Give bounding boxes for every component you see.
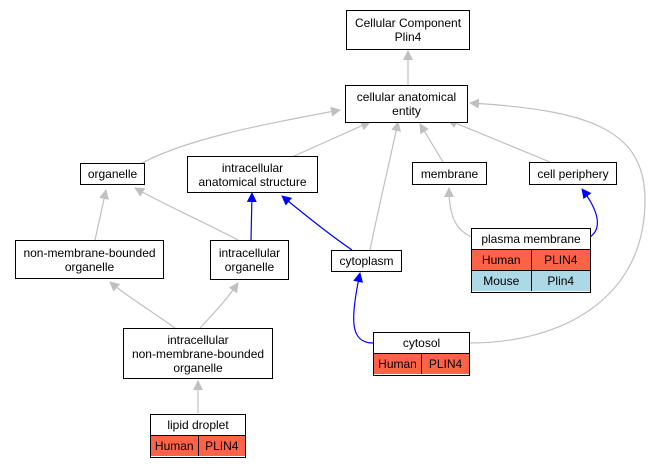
node-cellular-anatomical-entity[interactable]: cellular anatomical entity (345, 85, 468, 123)
edge-plasmamembrane-to-cellperiphery (581, 188, 598, 238)
node-plasma-membrane-label: plasma membrane (472, 229, 590, 250)
edge-nmbo-to-organelle (94, 189, 109, 241)
edge-inmbo-to-io (199, 282, 239, 329)
annotation-row: Mouse Plin4 (472, 270, 590, 291)
node-cell-periphery[interactable]: cell periphery (529, 162, 617, 185)
species-cell: Human (374, 354, 421, 374)
edge-cytosol-to-cytoplasm (353, 272, 374, 344)
node-membrane[interactable]: membrane (412, 162, 487, 185)
species-cell: Mouse (472, 271, 531, 291)
edge-cytosol-to-cae (469, 98, 646, 344)
node-intracellular-non-membrane-bounded-organelle[interactable]: intracellular non-membrane-bounded organ… (123, 328, 273, 379)
annotation-row: Human PLIN4 (151, 436, 245, 456)
node-intracellular-organelle[interactable]: intracellular organelle (210, 240, 289, 280)
edge-ias-to-cae (291, 121, 371, 158)
species-cell: Human (472, 250, 531, 270)
node-cytoplasm[interactable]: cytoplasm (331, 250, 402, 272)
edge-cytoplasm-to-ias (281, 195, 353, 251)
node-lipid-droplet[interactable]: lipid droplet Human PLIN4 (150, 414, 246, 458)
node-plasma-membrane[interactable]: plasma membrane Human PLIN4 Mouse Plin4 (471, 228, 591, 293)
edge-cellperiphery-to-cae (447, 118, 551, 163)
node-cytosol[interactable]: cytosol Human PLIN4 (373, 332, 470, 376)
edge-plasmamembrane-to-membrane (444, 187, 473, 238)
node-intracellular-anatomical-structure[interactable]: intracellular anatomical structure (187, 156, 318, 193)
edge-membrane-to-cae (419, 123, 444, 163)
node-non-membrane-bounded-organelle[interactable]: non-membrane-bounded organelle (15, 240, 164, 279)
gene-cell: PLIN4 (530, 250, 590, 270)
gene-cell: PLIN4 (421, 354, 469, 374)
gene-cell: PLIN4 (197, 436, 245, 456)
edge-io-to-ias (246, 192, 257, 241)
node-cellular-component[interactable]: Cellular Component Plin4 (346, 10, 470, 50)
gene-cell: Plin4 (530, 271, 590, 291)
edge-organelle-to-cae (134, 106, 341, 168)
species-cell: Human (151, 436, 198, 456)
edge-inmbo-to-nmbo (109, 281, 176, 329)
annotation-row: Human PLIN4 (374, 354, 469, 374)
node-organelle[interactable]: organelle (80, 163, 145, 185)
annotation-row: Human PLIN4 (472, 250, 590, 270)
edge-cytoplasm-to-cae (369, 121, 402, 251)
node-cytosol-label: cytosol (374, 333, 469, 354)
edge-io-to-organelle (134, 187, 239, 241)
node-lipid-droplet-label: lipid droplet (151, 415, 245, 436)
